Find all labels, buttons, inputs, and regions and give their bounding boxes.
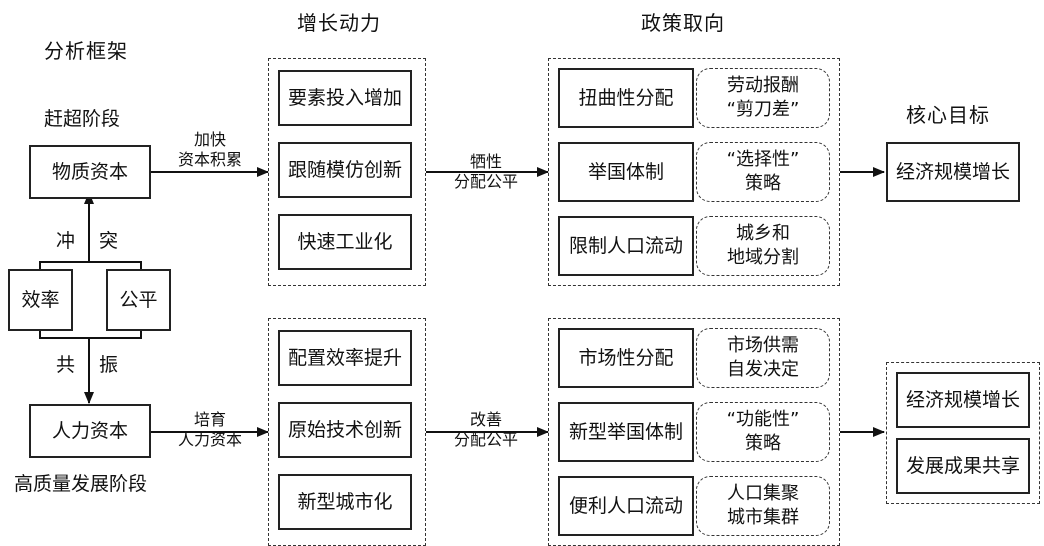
conflict-char-2: 突 <box>99 230 119 252</box>
human-capital-box: 人力资本 <box>29 404 151 458</box>
policy-top-1-main: 扭曲性分配 <box>558 68 694 128</box>
policy-bottom-1-note: 市场供需 自发决定 <box>696 328 830 388</box>
goal-bottom-1: 经济规模增长 <box>896 372 1030 428</box>
policy-bottom-3-note: 人口集聚 城市集群 <box>696 476 830 536</box>
edge-label-top-2-line1: 牺性 <box>469 152 502 171</box>
edge-label-top-2-line2: 分配公平 <box>453 172 518 191</box>
policy-bottom-2-note: “功能性” 策略 <box>696 402 830 462</box>
edge-label-bottom-2: 改善 分配公平 <box>440 410 532 450</box>
policy-group-top <box>548 58 840 286</box>
resonance-char-2: 振 <box>99 354 119 376</box>
edge-label-bottom-1-line1: 培育 <box>193 410 226 429</box>
header-core-goal: 核心目标 <box>906 103 990 127</box>
drivers-group-top <box>268 58 426 286</box>
policy-top-1-note: 劳动报酬 “剪刀差” <box>696 68 830 128</box>
goal-bottom-2: 发展成果共享 <box>896 438 1030 494</box>
edge-label-top-1-line1: 加快 <box>193 130 226 149</box>
driver-top-2: 跟随模仿创新 <box>278 142 412 198</box>
header-policy-orientation: 政策取向 <box>641 11 725 35</box>
edge-label-bottom-2-line1: 改善 <box>469 410 502 429</box>
driver-bottom-3: 新型城市化 <box>278 474 412 530</box>
policy-bottom-3-main: 便利人口流动 <box>558 476 694 536</box>
diagram-title: 分析框架 <box>44 39 128 63</box>
edge-label-bottom-1: 培育 人力资本 <box>166 410 254 450</box>
policy-top-3-note: 城乡和 地域分割 <box>696 216 830 276</box>
driver-top-1: 要素投入增加 <box>278 70 412 126</box>
efficiency-box: 效率 <box>8 269 73 331</box>
edge-label-top-1-line2: 资本积累 <box>177 150 242 169</box>
driver-bottom-1: 配置效率提升 <box>278 330 412 386</box>
goal-top-box: 经济规模增长 <box>886 142 1020 202</box>
physical-capital-box: 物质资本 <box>29 145 151 199</box>
bracket-bottom <box>39 330 142 339</box>
goal-group-bottom <box>886 362 1040 504</box>
header-growth-drivers: 增长动力 <box>297 11 381 35</box>
resonance-char-1: 共 <box>56 354 76 376</box>
policy-top-3-main: 限制人口流动 <box>558 216 694 276</box>
policy-top-2-main: 举国体制 <box>558 142 694 202</box>
edge-label-bottom-2-line2: 分配公平 <box>453 430 518 449</box>
policy-top-2-note: “选择性” 策略 <box>696 142 830 202</box>
conflict-char-1: 冲 <box>56 230 76 252</box>
stage-high-quality-label: 高质量发展阶段 <box>14 473 148 495</box>
policy-bottom-2-main: 新型举国体制 <box>558 402 694 462</box>
bracket-top <box>39 261 142 270</box>
edge-label-top-2: 牺性 分配公平 <box>440 152 532 192</box>
stage-catchup-label: 赶超阶段 <box>44 108 121 130</box>
policy-bottom-1-main: 市场性分配 <box>558 328 694 388</box>
driver-bottom-2: 原始技术创新 <box>278 402 412 458</box>
driver-top-3: 快速工业化 <box>278 214 412 270</box>
fairness-box: 公平 <box>106 269 171 331</box>
edge-label-bottom-1-line2: 人力资本 <box>177 430 242 449</box>
edge-label-top-1: 加快 资本积累 <box>166 130 254 170</box>
